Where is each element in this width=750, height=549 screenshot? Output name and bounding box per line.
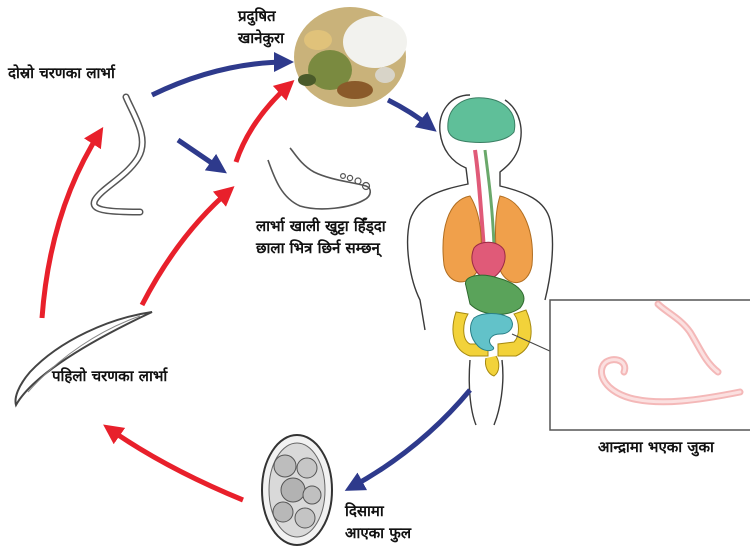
- arrow-eggs-to-larva1: [108, 428, 243, 500]
- arrow-food-to-body: [388, 100, 432, 128]
- arrow-larva2-to-foot: [178, 140, 222, 170]
- contaminated-food-label: प्रदुषित खानेकुरा: [238, 5, 284, 49]
- second-stage-larva-label: दोस्रो चरणका लार्भा: [8, 62, 115, 84]
- arrow-larva1-to-foot: [142, 190, 230, 305]
- barefoot-entry-label: लार्भा खाली खुट्टा हिँड्दा छाला भित्र छि…: [256, 215, 386, 259]
- first-stage-larva-label: पहिलो चरणका लार्भा: [52, 365, 167, 387]
- food-photo-icon: [294, 7, 407, 107]
- arrow-foot-to-food: [236, 84, 290, 162]
- arrow-body-to-eggs: [350, 390, 470, 488]
- arrow-larva1-to-larva2: [42, 132, 100, 318]
- brain-icon: [448, 98, 515, 143]
- eggs-in-stool-label: दिसामा आएका फुल: [345, 500, 411, 544]
- foot-icon: [268, 148, 370, 209]
- arrow-larva2-to-food: [152, 62, 288, 95]
- larva-icon: [16, 312, 152, 405]
- heart-icon: [472, 242, 505, 280]
- worm-in-intestine-label: आन्द्रामा भएका जुका: [598, 436, 714, 458]
- egg-cluster-icon: [262, 435, 332, 545]
- worm-inset-box: [550, 300, 750, 430]
